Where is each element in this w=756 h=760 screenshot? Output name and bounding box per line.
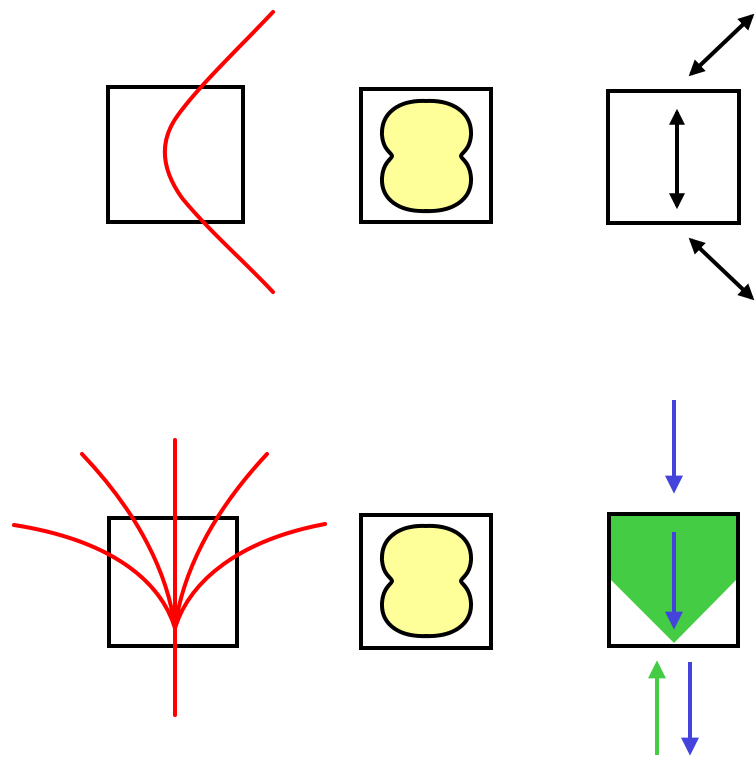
diagonal-double-arrow-icon xyxy=(688,13,755,77)
row-2 xyxy=(12,400,740,756)
figure-eight-cell-icon xyxy=(379,523,474,639)
curved-line-icon xyxy=(163,10,275,294)
inner-left-curve xyxy=(80,452,177,630)
inner-right-curve xyxy=(173,452,269,630)
panel-double-arrows xyxy=(606,13,755,301)
funnel-box xyxy=(607,512,740,648)
panel-curved-line xyxy=(106,10,275,294)
panel-funnel xyxy=(607,400,740,756)
panel-cell xyxy=(359,87,493,224)
panel-diverging-lines xyxy=(12,438,327,717)
cell-box xyxy=(359,513,493,650)
figure-eight-cell-icon xyxy=(379,98,474,214)
cell-box xyxy=(359,87,493,224)
row-1 xyxy=(106,10,755,301)
diagonal-double-arrow-icon xyxy=(688,237,755,301)
boundary-box xyxy=(106,85,245,224)
outer-right-curve xyxy=(173,522,327,630)
diverging-curves-icon xyxy=(12,438,327,717)
arrow-box xyxy=(606,89,741,225)
outer-left-curve xyxy=(12,523,177,630)
panel-cell xyxy=(359,513,493,650)
